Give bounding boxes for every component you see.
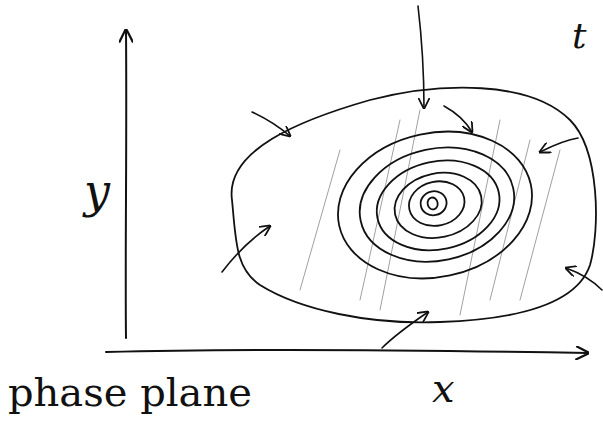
y-axis (125, 30, 128, 338)
x-axis (106, 350, 588, 353)
flow-arrows (222, 6, 602, 348)
axis-label: x (432, 368, 455, 408)
axis-label: y (84, 168, 110, 214)
region-outline (232, 88, 596, 323)
hatching (300, 110, 560, 315)
spiral-orbits (324, 114, 546, 296)
axis-label: t (572, 18, 586, 54)
caption-label: phase plane (8, 372, 252, 412)
